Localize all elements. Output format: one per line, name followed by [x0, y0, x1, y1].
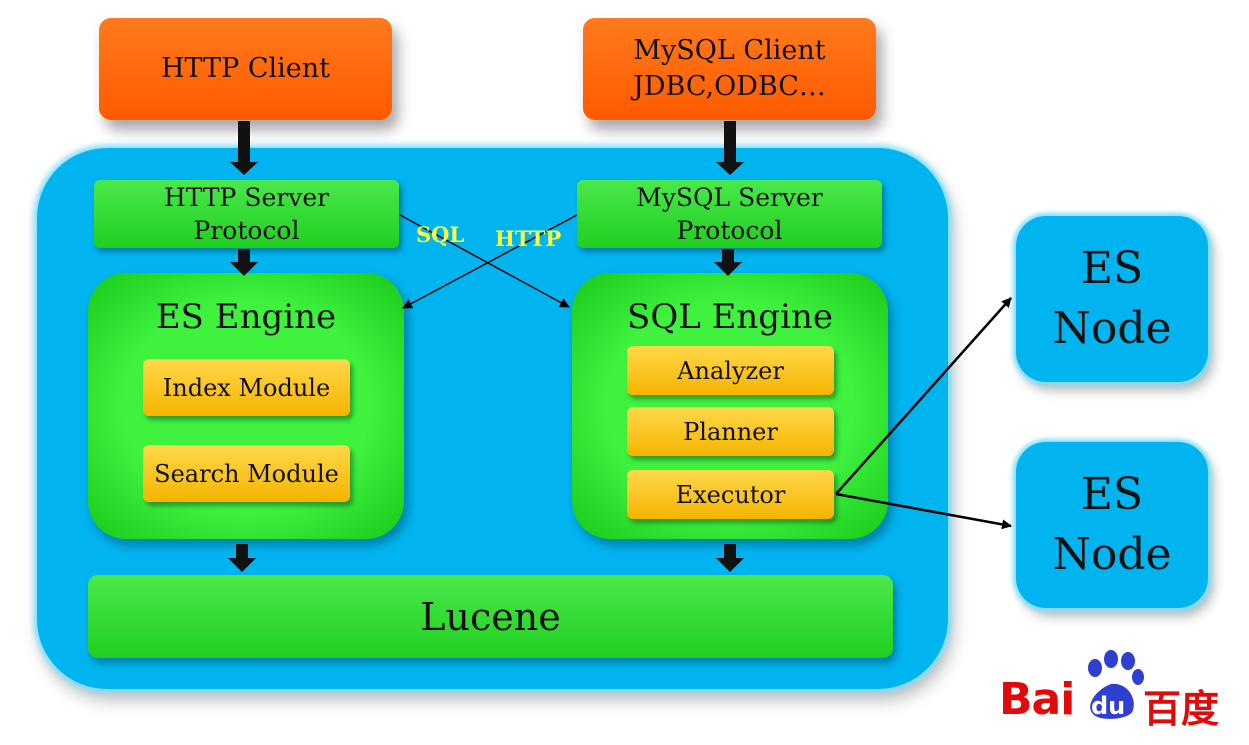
http-cross-label: HTTP: [495, 226, 562, 251]
es-node-box: ES Node: [1016, 442, 1208, 608]
search-module-label: Search Module: [154, 459, 339, 488]
arrow-down-icon: [230, 249, 258, 276]
lucene-label: Lucene: [420, 594, 561, 639]
baidu-logo-text: Bai: [999, 674, 1075, 725]
http-server-protocol-box: HTTP Server Protocol: [94, 180, 399, 248]
mysql-server-label: MySQL Server: [636, 183, 823, 212]
paw-icon: [1088, 650, 1144, 719]
planner-box: Planner: [627, 407, 834, 456]
executor-to-node-arrow: [835, 492, 1012, 530]
index-module-box: Index Module: [143, 359, 350, 416]
es-node-box: ES Node: [1016, 216, 1208, 382]
index-module-label: Index Module: [162, 373, 331, 402]
arrow-down-icon: [228, 544, 256, 572]
arrow-down-icon: [230, 121, 258, 175]
mysql-client-protocols: JDBC,ODBC…: [633, 71, 826, 102]
arrow-down-icon: [716, 121, 744, 175]
lucene-box: Lucene: [88, 575, 893, 658]
planner-label: Planner: [683, 417, 778, 446]
mysql-client-label: MySQL Client: [633, 35, 826, 66]
http-server-label: HTTP Server: [163, 183, 330, 212]
http-cross-arrow: [402, 214, 578, 309]
es-engine-title: ES Engine: [155, 297, 337, 337]
mysql-client-box: MySQL Client JDBC,ODBC…: [583, 18, 876, 120]
search-module-box: Search Module: [143, 445, 350, 502]
sql-engine-title: SQL Engine: [627, 297, 833, 337]
executor-label: Executor: [675, 480, 786, 509]
arrow-down-icon: [716, 544, 744, 572]
mysql-server-protocol-box: MySQL Server Protocol: [577, 180, 882, 248]
down-arrows: [228, 121, 744, 572]
sql-cross-label: SQL: [416, 222, 465, 247]
es-node-sublabel: Node: [1052, 529, 1172, 580]
executor-box: Executor: [627, 470, 834, 519]
http-protocol-label: Protocol: [193, 216, 300, 245]
es-node-sublabel: Node: [1052, 303, 1172, 354]
analyzer-label: Analyzer: [677, 356, 784, 385]
sql-cross-arrow: [399, 214, 570, 308]
paw-text: du: [1091, 692, 1126, 720]
http-client-label: HTTP Client: [161, 53, 330, 84]
arrow-down-icon: [714, 249, 742, 276]
es-node-label: ES: [1080, 469, 1144, 520]
es-node-label: ES: [1080, 243, 1144, 294]
baidu-logo: Bai du 百度: [997, 648, 1227, 731]
http-client-box: HTTP Client: [99, 18, 392, 120]
analyzer-box: Analyzer: [627, 346, 834, 395]
baidu-logo-chinese: 百度: [1143, 687, 1220, 731]
mysql-protocol-label: Protocol: [676, 216, 783, 245]
executor-to-node-arrow: [835, 297, 1012, 495]
